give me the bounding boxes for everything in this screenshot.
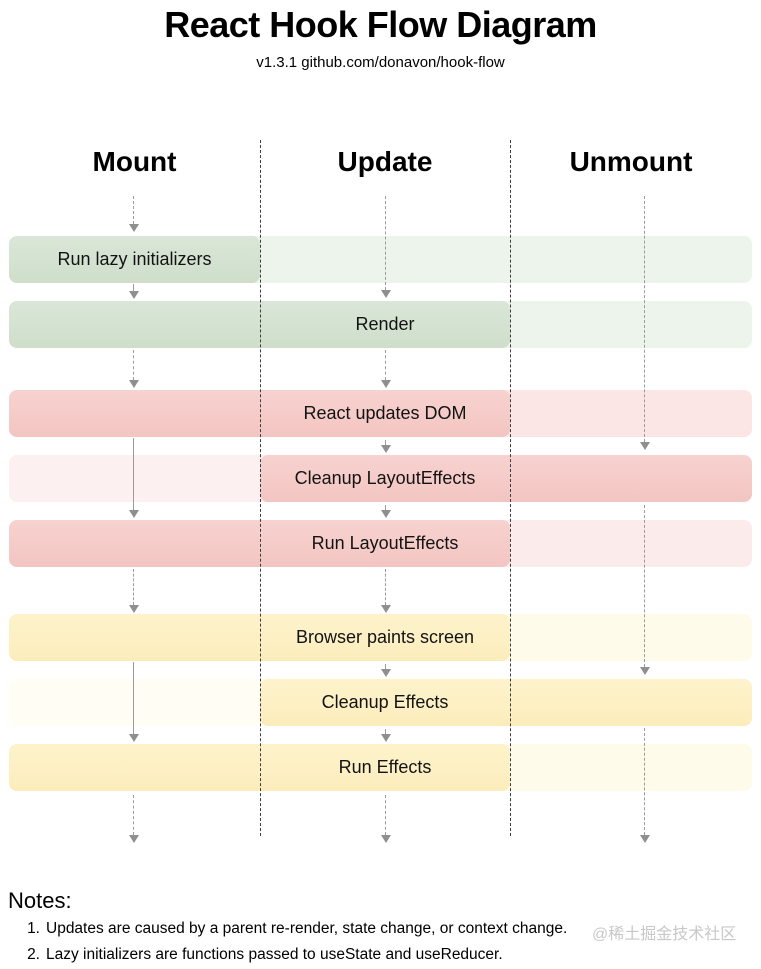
page-title: React Hook Flow Diagram (164, 4, 597, 45)
flow-arrow-down-icon (380, 795, 391, 843)
column-header-unmount: Unmount (569, 146, 693, 177)
flow-step-label: Cleanup Effects (321, 692, 449, 712)
flow-step-label: Run lazy initializers (57, 249, 212, 269)
flow-arrow-down-icon (128, 196, 139, 232)
highlight-segment (9, 520, 510, 567)
flow-step-browser-paints-screen: Browser paints screen (9, 614, 752, 661)
highlight-segment (9, 614, 510, 661)
flow-arrow-down-icon (380, 505, 391, 518)
flow-step-label: React updates DOM (303, 403, 467, 423)
note-text: Updates are caused by a parent re-render… (46, 920, 568, 937)
highlight-segment (9, 301, 510, 348)
page-subtitle: v1.3.1 github.com/donavon/hook-flow (256, 54, 505, 71)
flow-step-cleanup-layouteffects: Cleanup LayoutEffects (9, 455, 752, 502)
column-header-mount: Mount (92, 146, 177, 177)
flow-arrow-down-icon (380, 196, 391, 298)
highlight-segment (260, 679, 752, 726)
note-number: 1. (27, 920, 40, 937)
column-separator (510, 140, 511, 836)
flow-step-render: Render (9, 301, 752, 348)
column-header-update: Update (337, 146, 433, 177)
flow-step-run-effects: Run Effects (9, 744, 752, 791)
flow-arrow-down-icon (380, 440, 391, 453)
flow-arrow-down-icon (639, 728, 650, 843)
highlight-segment (9, 236, 260, 283)
flow-arrow-down-icon (128, 569, 139, 613)
flow-arrow-down-icon (380, 729, 391, 742)
flow-arrow-down-icon (128, 438, 139, 518)
flow-step-label: Run Effects (338, 757, 432, 777)
highlight-segment (260, 455, 752, 502)
flow-arrow-down-icon (639, 196, 650, 450)
flow-arrow-down-icon (128, 284, 139, 299)
flow-arrow-down-icon (639, 505, 650, 675)
flow-arrow-down-icon (128, 795, 139, 843)
flow-step-label: Cleanup LayoutEffects (294, 468, 476, 488)
note-text: Lazy initializers are functions passed t… (46, 946, 503, 963)
flow-arrow-down-icon (380, 664, 391, 677)
flow-arrow-down-icon (128, 662, 139, 742)
flow-step-cleanup-effects: Cleanup Effects (9, 679, 752, 726)
notes-heading: Notes: (8, 888, 72, 913)
highlight-segment (9, 390, 510, 437)
note-item: 2. Lazy initializers are functions passe… (20, 946, 503, 964)
flow-step-label: Render (355, 314, 415, 334)
flow-arrow-down-icon (128, 350, 139, 388)
note-number: 2. (27, 946, 40, 963)
flow-arrow-down-icon (380, 569, 391, 613)
flow-step-label: Run LayoutEffects (311, 533, 459, 553)
flow-step-react-updates-dom: React updates DOM (9, 390, 752, 437)
column-separator (260, 140, 261, 836)
flow-step-run-lazy-initializers: Run lazy initializers (9, 236, 752, 283)
flow-step-run-layouteffects: Run LayoutEffects (9, 520, 752, 567)
note-item: 1. Updates are caused by a parent re-ren… (20, 920, 567, 938)
flow-step-label: Browser paints screen (295, 627, 475, 647)
watermark: @稀土掘金技术社区 (592, 926, 737, 943)
flow-arrow-down-icon (380, 350, 391, 388)
highlight-segment (9, 744, 510, 791)
